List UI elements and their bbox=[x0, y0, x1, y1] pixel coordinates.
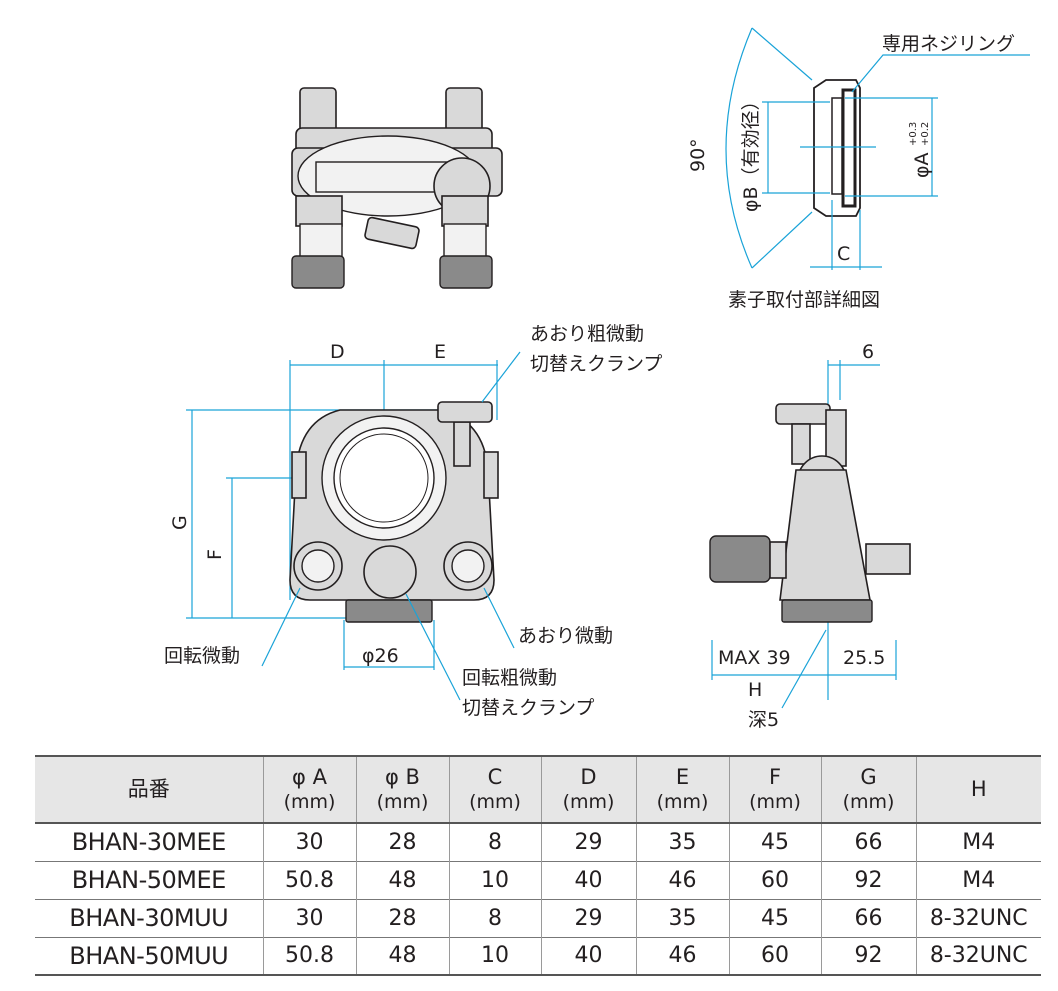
g-label: G bbox=[169, 515, 191, 530]
value-cell: 50.8 bbox=[262, 861, 356, 899]
max-label: MAX 39 bbox=[718, 647, 791, 669]
bore-label: φ26 bbox=[362, 645, 399, 667]
value-cell: 66 bbox=[820, 899, 916, 937]
value-cell: 92 bbox=[820, 861, 916, 899]
f-label: F bbox=[204, 549, 226, 560]
model-cell: BHAN-50MEE bbox=[71, 866, 227, 894]
model-cell: BHAN-50MUU bbox=[69, 941, 229, 970]
model-cell: BHAN-30MUU bbox=[69, 904, 229, 932]
value-cell: 8 bbox=[448, 899, 541, 937]
rotation-fine-label: 回転微動 bbox=[164, 645, 240, 667]
h-label: H bbox=[748, 679, 762, 701]
header-model: 品番 bbox=[127, 777, 170, 801]
tilt-clamp-label-2: 切替えクランプ bbox=[530, 353, 662, 375]
value-cell: 29 bbox=[540, 899, 636, 937]
header-phi-b: φ B(mm) bbox=[355, 756, 449, 823]
value-cell: 35 bbox=[635, 823, 729, 861]
phi-b-label: φB（有効径） bbox=[740, 91, 762, 212]
value-cell: 46 bbox=[635, 937, 729, 975]
e-label: E bbox=[434, 341, 446, 363]
depth-label: 深5 bbox=[748, 709, 779, 731]
ring-label: 専用ネジリング bbox=[882, 33, 1015, 55]
d-label: D bbox=[330, 341, 345, 363]
value-cell: 8-32UNC bbox=[915, 899, 1041, 937]
top-view bbox=[291, 87, 503, 289]
tilt-clamp-label-1: あおり粗微動 bbox=[530, 323, 644, 345]
value-cell: 92 bbox=[820, 937, 916, 975]
header-d: D(mm) bbox=[540, 756, 636, 823]
header-c: C(mm) bbox=[448, 756, 541, 823]
value-cell: 40 bbox=[540, 861, 636, 899]
value-cell: 48 bbox=[355, 937, 449, 975]
value-cell: 60 bbox=[728, 937, 821, 975]
value-cell: 10 bbox=[448, 937, 541, 975]
model-cell: BHAN-30MEE bbox=[71, 828, 227, 857]
value-cell: M4 bbox=[915, 823, 1041, 861]
header-e: E(mm) bbox=[635, 756, 729, 823]
technical-drawing: 専用ネジリング 90° φB（有効径） φA +0.3 +0.2 C 素子取付部… bbox=[164, 27, 1030, 731]
value-cell: 45 bbox=[728, 823, 821, 861]
detail-view-title: 素子取付部詳細図 bbox=[728, 289, 880, 311]
detail-view bbox=[725, 27, 1030, 270]
offset-label: 25.5 bbox=[843, 647, 885, 669]
header-phi-a: φ A(mm) bbox=[262, 756, 356, 823]
value-cell: M4 bbox=[915, 861, 1041, 899]
value-cell: 35 bbox=[635, 899, 729, 937]
phi-a-tol-upper: +0.3 bbox=[908, 122, 919, 146]
value-cell: 60 bbox=[728, 861, 821, 899]
rotation-clamp-label-1: 回転粗微動 bbox=[462, 667, 557, 689]
value-cell: 8-32UNC bbox=[915, 937, 1041, 975]
table-header-row: 品番 φ A(mm) φ B(mm) C(mm) D(mm) E(mm) F(m… bbox=[35, 756, 1041, 823]
tilt-fine-label: あおり微動 bbox=[518, 625, 613, 647]
c-label: C bbox=[837, 243, 850, 265]
value-cell: 29 bbox=[540, 823, 636, 861]
side-view bbox=[709, 360, 911, 709]
value-cell: 8 bbox=[448, 823, 541, 861]
header-g: G(mm) bbox=[820, 756, 916, 823]
front-view bbox=[186, 351, 521, 701]
spec-table: 品番 φ A(mm) φ B(mm) C(mm) D(mm) E(mm) F(m… bbox=[35, 755, 1041, 976]
value-cell: 66 bbox=[820, 823, 916, 861]
value-cell: 30 bbox=[262, 899, 356, 937]
six-label: 6 bbox=[862, 341, 874, 363]
header-f: F(mm) bbox=[728, 756, 821, 823]
value-cell: 28 bbox=[355, 899, 449, 937]
rotation-clamp-label-2: 切替えクランプ bbox=[462, 697, 594, 719]
value-cell: 10 bbox=[448, 861, 541, 899]
value-cell: 40 bbox=[540, 937, 636, 975]
value-cell: 46 bbox=[635, 861, 729, 899]
value-cell: 28 bbox=[355, 823, 449, 861]
value-cell: 48 bbox=[355, 861, 449, 899]
value-cell: 50.8 bbox=[262, 937, 356, 975]
angle-label: 90° bbox=[687, 138, 709, 172]
phi-a-tol-lower: +0.2 bbox=[920, 122, 931, 146]
header-h: H bbox=[915, 756, 1041, 823]
value-cell: 30 bbox=[262, 823, 356, 861]
phi-a-label: φA bbox=[911, 152, 933, 178]
value-cell: 45 bbox=[728, 899, 821, 937]
